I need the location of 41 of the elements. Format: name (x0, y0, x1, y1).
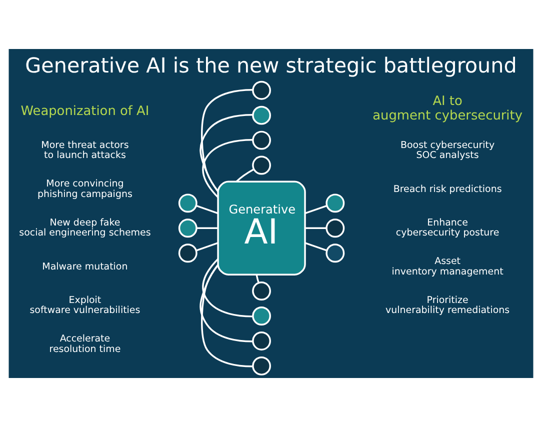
node-circle (178, 218, 198, 238)
label: More convincing phishing campaigns (38, 178, 132, 200)
connector (202, 138, 253, 198)
connector (196, 226, 218, 228)
label: More threat actors to launch attacks (41, 139, 129, 161)
label: Weaponization of AI (20, 103, 150, 118)
node-circle (252, 80, 271, 100)
node-circle (178, 243, 198, 262)
connector (236, 168, 254, 182)
connector (201, 264, 253, 367)
connector (305, 226, 326, 228)
node-circle (252, 130, 271, 150)
node-circle (178, 193, 198, 212)
connector (256, 274, 260, 282)
label: Enhance cybersecurity posture (396, 216, 500, 238)
node-circle (252, 356, 271, 375)
node-circle (252, 105, 271, 124)
node-circle (252, 306, 271, 325)
node-circle (252, 155, 271, 174)
label: Exploit software vulnerabilities (30, 294, 140, 316)
diagram-title: Generative AI is the new strategic battleground (25, 52, 517, 77)
connector (304, 204, 327, 214)
label: Asset inventory management (392, 256, 504, 277)
node-circle (252, 331, 271, 350)
label: Breach risk predictions (393, 183, 502, 194)
connector (200, 114, 253, 192)
node-circle (326, 243, 345, 262)
connector (196, 242, 218, 251)
label: Boost cybersecurity SOC analysts (400, 139, 495, 161)
connector (304, 242, 327, 251)
label: Malware mutation (42, 260, 128, 272)
connector (196, 204, 218, 214)
label: Prioritize vulnerability remediations (386, 294, 510, 316)
label: AI to augment cybersecurity (372, 93, 522, 124)
node-box: Generative AI (217, 180, 306, 276)
label: New deep fake social engineering schemes (19, 216, 151, 238)
node-circle (252, 281, 271, 300)
connector (202, 258, 253, 317)
label: Accelerate resolution time (49, 333, 121, 354)
node-circle (326, 218, 345, 238)
node-circle (326, 193, 345, 212)
